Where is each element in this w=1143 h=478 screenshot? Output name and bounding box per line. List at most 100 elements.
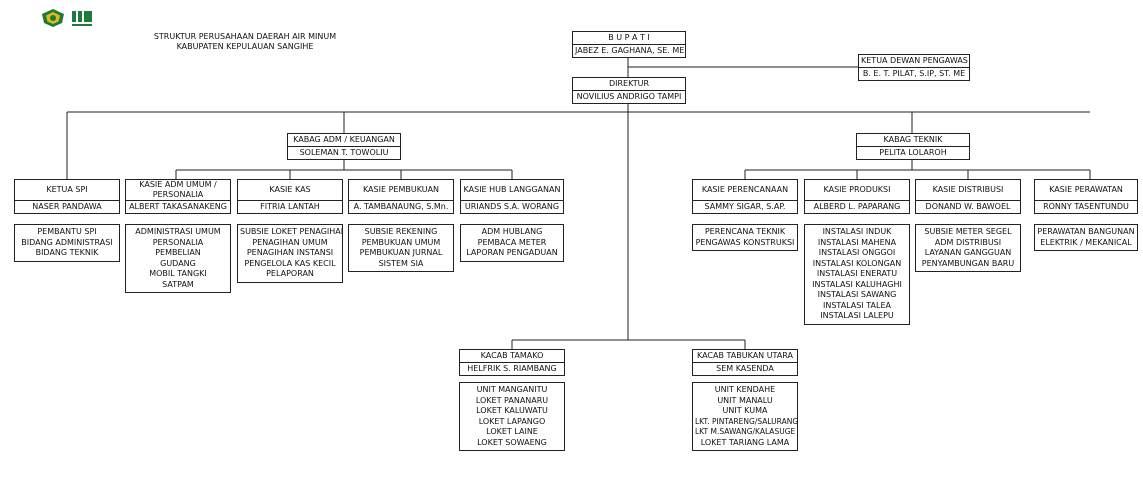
direktur-name: NOVILIUS ANDRIGO TAMPI [576, 92, 682, 101]
kasie-perencanaan-title: KASIE PERENCANAAN [693, 180, 797, 201]
ketua-spi-subunits: PEMBANTU SPI BIDANG ADMINISTRASI BIDANG … [14, 224, 120, 262]
kasie-pembukuan-box: KASIE PEMBUKUAN A. TAMBANAUNG, S.Mn. [348, 179, 454, 214]
list-item: PENYAMBUNGAN BARU [921, 258, 1015, 268]
pdam-logo-icon [72, 11, 92, 26]
kasie-kas-subunits: SUBSIE LOKET PENAGIHAN PENAGIHAN UMUM PE… [237, 224, 343, 283]
list-item: PERAWATAN BANGUNAN [1037, 227, 1135, 236]
list-item: LOKET LAINE [486, 427, 538, 436]
kacab-tabukan-utara-subunits: UNIT KENDAHE UNIT MANALU UNIT KUMA LKT. … [692, 382, 798, 451]
list-item: PEMBACA METER [477, 237, 547, 247]
kabag-adm-box: KABAG ADM / KEUANGAN SOLEMAN T. TOWOLIU [287, 133, 401, 160]
kasie-adm-umum-subunits: ADMINISTRASI UMUM PERSONALIA PEMBELIAN G… [125, 224, 231, 293]
kasie-perawatan-name: RONNY TASENTUNDU [1043, 202, 1129, 211]
kacab-tamako-title: KACAB TAMAKO [460, 350, 564, 363]
list-item: MOBIL TANGKI [149, 269, 207, 278]
list-item: INSTALASI TALEA [823, 300, 891, 310]
list-item: INSTALASI KOLONGAN [812, 258, 902, 268]
list-item: PELAPORAN [266, 269, 314, 278]
kasie-perencanaan-name: SAMMY SIGAR, S.AP. [704, 202, 786, 211]
list-item: PERENCANA TEKNIK [704, 227, 786, 236]
government-emblem-icon [42, 9, 64, 27]
list-item: SUBSIE METER SEGEL [924, 227, 1012, 236]
kasie-perawatan-title: KASIE PERAWATAN [1035, 180, 1137, 201]
kacab-tamako-subunits: UNIT MANGANITU LOKET PANANARU LOKET KALU… [459, 382, 565, 451]
list-item: INSTALASI SAWANG [817, 290, 897, 299]
list-item: PENAGIHAN INSTANSI [246, 248, 334, 257]
kasie-distribusi-box: KASIE DISTRIBUSI DONAND W. BAWOEL [915, 179, 1021, 214]
kasie-distribusi-name: DONAND W. BAWOEL [925, 202, 1011, 211]
list-item: INSTALASI ENERATU [816, 269, 898, 278]
kasie-produksi-name: ALBERD L. PAPARANG [813, 202, 901, 211]
ketua-spi-name: NASER PANDAWA [32, 202, 102, 211]
list-item: GUDANG [160, 258, 196, 268]
list-item: LOKET KALUWATU [476, 406, 548, 415]
ketua-spi-box: KETUA SPI NASER PANDAWA [14, 179, 120, 214]
list-item: SUBSIE LOKET PENAGIHAN [240, 227, 343, 236]
kasie-perawatan-box: KASIE PERAWATAN RONNY TASENTUNDU [1034, 179, 1138, 214]
kasie-distribusi-subunits: SUBSIE METER SEGEL ADM DISTRIBUSI LAYANA… [915, 224, 1021, 272]
list-item: SATPAM [162, 279, 194, 289]
bupati-title: B U P A T I [573, 32, 685, 45]
chart-title-line1: STRUKTUR PERUSAHAAN DAERAH AIR MINUM [153, 32, 337, 41]
list-item: UNIT MANALU [717, 395, 773, 405]
kasie-produksi-title: KASIE PRODUKSI [805, 180, 909, 201]
list-item: INSTALASI MAHENA [817, 237, 897, 247]
list-item: LAPORAN PENGADUAN [466, 248, 558, 257]
kasie-hub-langganan-name: URIANDS S.A. WORANG [464, 202, 560, 211]
kasie-produksi-subunits: INSTALASI INDUK INSTALASI MAHENA INSTALA… [804, 224, 910, 325]
kasie-kas-title: KASIE KAS [238, 180, 342, 201]
list-item: UNIT MANGANITU [476, 385, 548, 394]
kasie-pembukuan-subunits: SUBSIE REKENING PEMBUKUAN UMUM PEMBUKUAN… [348, 224, 454, 272]
list-item: LKT. PINTARENG/SALURANG [695, 416, 798, 426]
list-item: INSTALASI LALEPU [820, 311, 894, 320]
list-item: ELEKTRIK / MEKANICAL [1040, 237, 1132, 247]
bupati-box: B U P A T I JABEZ E. GAGHANA, SE. ME [572, 31, 686, 58]
kacab-tabukan-utara-name: SEM KASENDA [716, 364, 774, 373]
kasie-kas-name: FITRIA LANTAH [260, 202, 320, 211]
kasie-perencanaan-box: KASIE PERENCANAAN SAMMY SIGAR, S.AP. [692, 179, 798, 214]
dewan-pengawas-box: KETUA DEWAN PENGAWAS B. E. T. PILAT, S.I… [858, 54, 970, 81]
list-item: SUBSIE REKENING [364, 227, 438, 236]
ketua-spi-title: KETUA SPI [15, 180, 119, 201]
list-item: UNIT KENDAHE [714, 385, 776, 394]
list-item: INSTALASI KALUHAGHI [812, 279, 902, 289]
list-item: PEMBELIAN [155, 248, 201, 257]
list-item: INSTALASI INDUK [822, 227, 892, 236]
dewan-pengawas-title: KETUA DEWAN PENGAWAS [859, 55, 969, 68]
bupati-name: JABEZ E. GAGHANA, SE. ME [575, 46, 685, 55]
kasie-adm-umum-box: KASIE ADM UMUM / PERSONALIA ALBERT TAKAS… [125, 179, 231, 214]
dewan-pengawas-name: B. E. T. PILAT, S.IP, ST. ME [862, 69, 966, 78]
kacab-tabukan-utara-title: KACAB TABUKAN UTARA [693, 350, 797, 363]
list-item: BIDANG TEKNIK [35, 248, 99, 257]
list-item: PENAGIHAN UMUM [252, 237, 328, 247]
kabag-teknik-name: PELITA LOLAROH [879, 148, 947, 157]
list-item: UNIT KUMA [722, 406, 768, 415]
list-item: LAYANAN GANGGUAN [924, 248, 1012, 257]
list-item: LOKET LAPANGO [478, 416, 546, 426]
kasie-hub-langganan-title: KASIE HUB LANGGANAN [461, 180, 563, 201]
kasie-hub-langganan-box: KASIE HUB LANGGANAN URIANDS S.A. WORANG [460, 179, 564, 214]
kabag-teknik-box: KABAG TEKNIK PELITA LOLAROH [856, 133, 970, 160]
list-item: PENGAWAS KONSTRUKSI [695, 237, 795, 247]
kabag-adm-title: KABAG ADM / KEUANGAN [288, 134, 400, 147]
list-item: LOKET SOWAENG [477, 437, 547, 447]
list-item: PEMBUKUAN UMUM [361, 237, 441, 247]
kasie-hub-langganan-subunits: ADM HUBLANG PEMBACA METER LAPORAN PENGAD… [460, 224, 564, 262]
list-item: PENGELOLA KAS KECIL [244, 258, 336, 268]
kasie-perawatan-subunits: PERAWATAN BANGUNAN ELEKTRIK / MEKANICAL [1034, 224, 1138, 251]
chart-title-line2: KABUPATEN KEPULAUAN SANGIHE [176, 42, 314, 51]
kasie-pembukuan-name: A. TAMBANAUNG, S.Mn. [353, 202, 449, 211]
list-item: PEMBUKUAN JURNAL [359, 248, 443, 257]
list-item: ADM DISTRIBUSI [934, 237, 1002, 247]
list-item: LOKET TARIANG LAMA [700, 437, 790, 447]
list-item: BIDANG ADMINISTRASI [21, 237, 113, 247]
chart-title: STRUKTUR PERUSAHAAN DAERAH AIR MINUM KAB… [140, 32, 350, 52]
list-item: PEMBANTU SPI [37, 227, 97, 236]
list-item: ADM HUBLANG [481, 227, 543, 236]
kasie-adm-umum-title1: KASIE ADM UMUM / [139, 180, 217, 189]
kasie-produksi-box: KASIE PRODUKSI ALBERD L. PAPARANG [804, 179, 910, 214]
kabag-teknik-title: KABAG TEKNIK [857, 134, 969, 147]
kasie-adm-umum-name: ALBERT TAKASANAKENG [129, 202, 227, 211]
